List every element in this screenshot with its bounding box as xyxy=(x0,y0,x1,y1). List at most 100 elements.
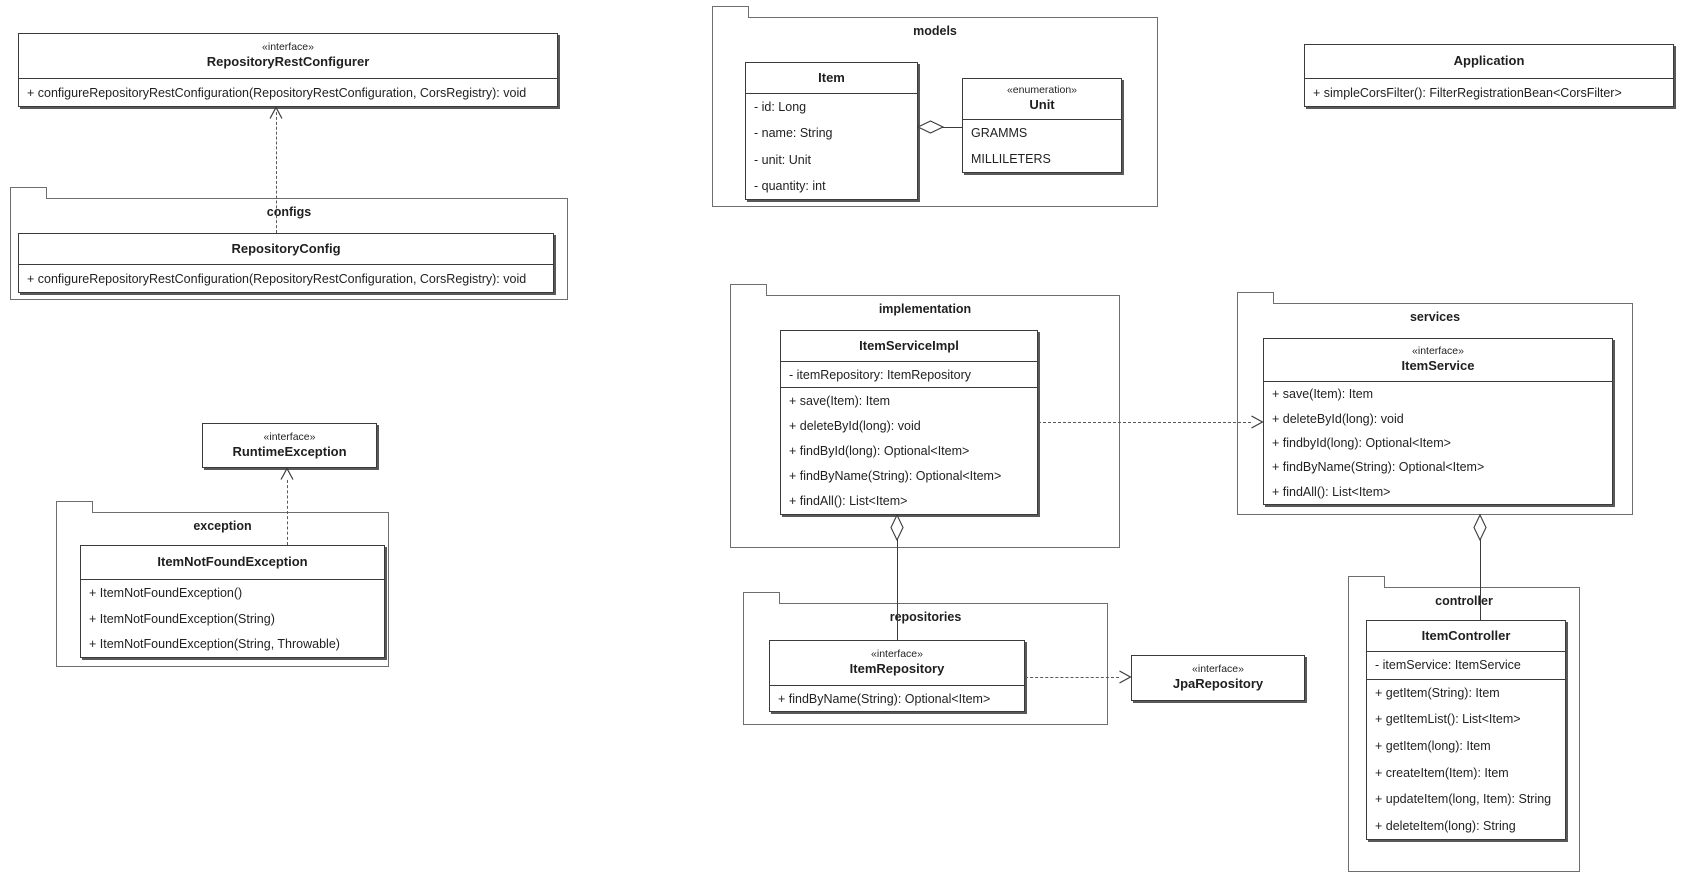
class-itemnotfoundexception: ItemNotFoundException + ItemNotFoundExce… xyxy=(80,545,385,658)
package-tab xyxy=(1237,292,1274,304)
class-itemserviceimpl: ItemServiceImpl - itemRepository: ItemRe… xyxy=(780,330,1038,515)
uml-attribute: - id: Long xyxy=(754,100,807,115)
class-header: Application xyxy=(1305,45,1673,78)
class-name: RuntimeException xyxy=(232,443,347,459)
package-label: repositories xyxy=(889,610,962,624)
class-repositoryconfig: RepositoryConfig + configureRepositoryRe… xyxy=(18,233,554,293)
realization-arrow-icon xyxy=(269,106,283,119)
class-name: ItemController xyxy=(1421,627,1511,643)
uml-method: + createItem(Item): Item xyxy=(1375,765,1509,780)
uml-method: + getItem(long): Item xyxy=(1375,739,1491,754)
class-runtimeexception: «interface» RuntimeException xyxy=(202,423,377,468)
stereotype-label: «interface» xyxy=(262,41,314,54)
aggregation-diamond-icon xyxy=(890,513,904,542)
uml-attribute: - quantity: int xyxy=(754,178,826,193)
package-label: exception xyxy=(193,519,252,533)
interface-itemservice: «interface» ItemService + save(Item): It… xyxy=(1263,338,1613,505)
uml-method: + ItemNotFoundException() xyxy=(89,585,243,600)
stereotype-label: «interface» xyxy=(263,430,316,443)
aggregation-diamond-icon xyxy=(916,120,945,134)
class-name: Unit xyxy=(1029,97,1055,113)
class-name: ItemService xyxy=(1401,358,1475,374)
stereotype-label: «interface» xyxy=(871,648,923,661)
package-label: configs xyxy=(266,205,312,219)
class-header: Item xyxy=(746,63,917,93)
realization-arrow-icon xyxy=(1119,670,1132,684)
uml-method: + save(Item): Item xyxy=(1272,387,1374,402)
class-header: «interface» ItemService xyxy=(1264,339,1612,381)
uml-method: + findByName(String): Optional<Item> xyxy=(789,469,1002,484)
uml-method: + findByName(String): Optional<Item> xyxy=(778,691,991,706)
stereotype-label: «interface» xyxy=(1412,345,1464,358)
package-tab xyxy=(730,284,767,296)
package-label: models xyxy=(913,24,957,38)
package-label: controller xyxy=(1435,594,1493,608)
class-repositoryrestconfigurer: «interface» RepositoryRestConfigurer + c… xyxy=(18,33,558,107)
class-application: Application + simpleCorsFilter(): Filter… xyxy=(1304,44,1674,107)
class-header: «interface» RepositoryRestConfigurer xyxy=(19,34,557,78)
package-tab xyxy=(10,187,47,199)
uml-method: + configureRepositoryRestConfiguration(R… xyxy=(27,271,527,286)
class-name: RepositoryConfig xyxy=(231,240,341,256)
class-header: ItemServiceImpl xyxy=(781,331,1037,361)
class-header: «interface» JpaRepository xyxy=(1132,656,1304,700)
uml-method: + deleteItem(long): String xyxy=(1375,818,1516,833)
aggregation-connector-itemservice-itemcontroller xyxy=(1480,539,1481,620)
uml-method: + configureRepositoryRestConfiguration(R… xyxy=(27,85,527,100)
uml-method: + getItemList(): List<Item> xyxy=(1375,712,1521,727)
package-tab xyxy=(712,6,749,18)
uml-method: + findbyId(long): Optional<Item> xyxy=(1272,436,1451,451)
realization-arrow-icon xyxy=(280,467,294,480)
class-name: Item xyxy=(818,69,845,85)
class-name: ItemServiceImpl xyxy=(859,337,959,353)
interface-itemrepository: «interface» ItemRepository + findByName(… xyxy=(769,640,1025,712)
uml-method: + ItemNotFoundException(String, Throwabl… xyxy=(89,637,340,652)
aggregation-diamond-icon xyxy=(1473,513,1487,542)
uml-attribute: - itemService: ItemService xyxy=(1375,658,1521,673)
uml-attribute: - itemRepository: ItemRepository xyxy=(789,367,972,382)
realization-connector-itemnotfoundexception xyxy=(287,480,288,545)
realization-arrow-icon xyxy=(1251,415,1264,429)
class-name: ItemNotFoundException xyxy=(157,554,308,570)
uml-method: + simpleCorsFilter(): FilterRegistration… xyxy=(1313,85,1622,100)
package-label: implementation xyxy=(878,302,972,316)
class-header: RepositoryConfig xyxy=(19,234,553,264)
package-tab xyxy=(56,501,93,513)
class-header: «interface» ItemRepository xyxy=(770,641,1024,685)
uml-attribute: - unit: Unit xyxy=(754,152,811,167)
class-itemcontroller: ItemController - itemService: ItemServic… xyxy=(1366,620,1566,840)
uml-method: + getItem(String): Item xyxy=(1375,685,1500,700)
realization-connector-itemserviceimpl xyxy=(1038,422,1251,423)
enum-literal: MILLILETERS xyxy=(971,152,1051,166)
uml-method: + deleteById(long): void xyxy=(789,418,921,433)
class-name: RepositoryRestConfigurer xyxy=(206,54,370,70)
class-header: ItemNotFoundException xyxy=(81,546,384,579)
interface-jparepository: «interface» JpaRepository xyxy=(1131,655,1305,701)
uml-method: + updateItem(long, Item): String xyxy=(1375,792,1552,807)
uml-method: + ItemNotFoundException(String) xyxy=(89,611,275,626)
aggregation-connector-itemserviceimpl-itemrepository xyxy=(897,539,898,640)
enumeration-unit: «enumeration» Unit GRAMMS MILLILETERS xyxy=(962,78,1122,173)
realization-connector-itemrepository xyxy=(1025,677,1119,678)
class-header: ItemController xyxy=(1367,621,1565,651)
class-name: ItemRepository xyxy=(849,661,945,677)
enum-literal: GRAMMS xyxy=(971,126,1028,140)
uml-method: + findAll(): List<Item> xyxy=(789,494,908,509)
package-tab xyxy=(1348,576,1385,588)
aggregation-connector-item-unit xyxy=(942,127,962,128)
package-tab xyxy=(743,592,780,604)
stereotype-label: «enumeration» xyxy=(1006,84,1078,97)
uml-method: + findAll(): List<Item> xyxy=(1272,484,1391,499)
class-name: JpaRepository xyxy=(1172,676,1264,692)
uml-method: + findByName(String): Optional<Item> xyxy=(1272,460,1485,475)
package-label: services xyxy=(1409,310,1461,324)
uml-method: + save(Item): Item xyxy=(789,393,891,408)
uml-method: + findById(long): Optional<Item> xyxy=(789,444,970,459)
realization-connector-repositoryconfig xyxy=(276,112,277,233)
class-name: Application xyxy=(1453,53,1525,69)
class-item: Item - id: Long - name: String - unit: U… xyxy=(745,62,918,200)
uml-method: + deleteById(long): void xyxy=(1272,411,1404,426)
class-header: «interface» RuntimeException xyxy=(203,424,376,467)
class-header: «enumeration» Unit xyxy=(963,79,1121,119)
